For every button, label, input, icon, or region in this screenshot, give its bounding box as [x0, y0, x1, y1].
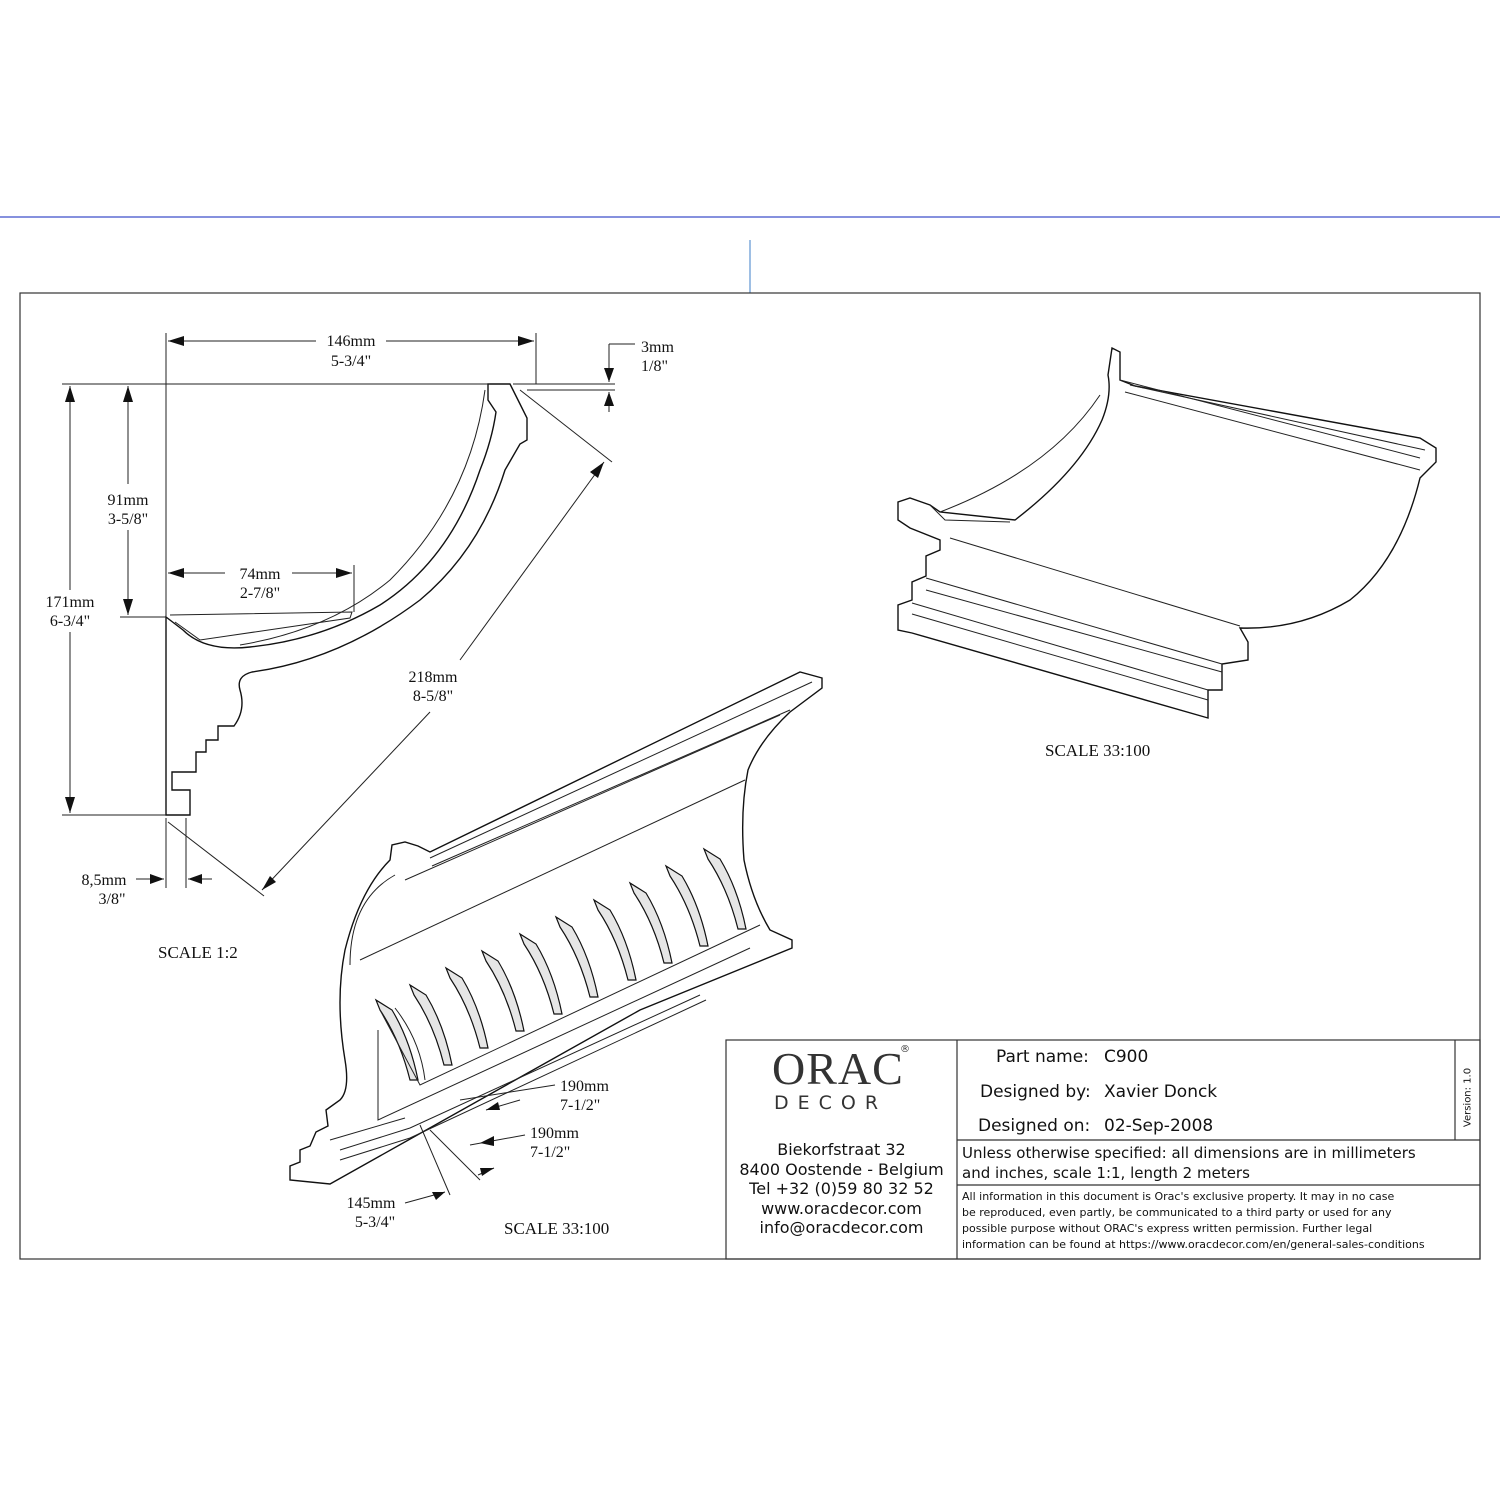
- logo-registered: ®: [900, 1044, 910, 1055]
- dim-lip-mm: 3mm: [641, 339, 674, 356]
- scale-label-profile: SCALE 1:2: [158, 943, 238, 962]
- bracket-row: [374, 847, 761, 1086]
- dim-spacing1-mm: 190mm: [560, 1078, 609, 1095]
- company-logo: ORAC ® DECOR: [726, 1040, 957, 1120]
- dim-offset-mm: 145mm: [347, 1195, 396, 1212]
- designed-by-label: Designed by:: [980, 1082, 1091, 1102]
- scale-label-top: SCALE 33:100: [1045, 741, 1150, 760]
- designed-on-value: 02-Sep-2008: [1104, 1116, 1214, 1136]
- dim-inner-mm: 74mm: [240, 566, 281, 583]
- legal-note-line: information can be found at https://www.…: [962, 1238, 1425, 1251]
- designed-by-value: Xavier Donck: [1104, 1082, 1218, 1102]
- part-name-label: Part name:: [996, 1047, 1089, 1067]
- legal-note-line: possible purpose without ORAC's express …: [962, 1222, 1373, 1235]
- dim-total-mm: 171mm: [46, 594, 95, 611]
- company-address: Biekorfstraat 32 8400 Oostende - Belgium…: [726, 1140, 957, 1250]
- title-block: ORAC ® DECOR Biekorfstraat 32 8400 Ooste…: [726, 1040, 1480, 1259]
- title-block-grid: [725, 1039, 1481, 1260]
- perspective-view-top: SCALE 33:100: [897, 346, 1437, 760]
- website-line: www.oracdecor.com: [761, 1198, 922, 1218]
- part-name-value: C900: [1104, 1047, 1149, 1067]
- phone-line: Tel +32 (0)59 80 32 52: [749, 1179, 934, 1198]
- dim-width-in: 5-3/4": [331, 353, 371, 370]
- perspective-view-bottom: 190mm 7-1/2" 190mm 7-1/2" 145mm 5-3/4" S…: [289, 671, 823, 1238]
- legal-note-line: All information in this document is Orac…: [962, 1190, 1395, 1203]
- version-label: Version: 1.0: [1462, 1067, 1474, 1128]
- address-line: 8400 Oostende - Belgium: [739, 1159, 944, 1179]
- dim-depth-mm: 91mm: [108, 492, 149, 509]
- dim-total-in: 6-3/4": [50, 613, 90, 630]
- dim-inner-in: 2-7/8": [240, 585, 280, 602]
- dim-diagonal-in: 8-5/8": [413, 688, 453, 705]
- spec-note-line: Unless otherwise specified: all dimensio…: [962, 1144, 1416, 1162]
- profile-section: 146mm 5-3/4" 3mm 1/8" 171mm 6-3/4" 91mm …: [46, 333, 674, 962]
- address-line: Biekorfstraat 32: [777, 1140, 906, 1159]
- dim-spacing2-in: 7-1/2": [530, 1144, 570, 1161]
- logo-sub: DECOR: [774, 1092, 888, 1114]
- email-line: info@oracdecor.com: [759, 1218, 924, 1237]
- dim-diagonal-mm: 218mm: [409, 669, 458, 686]
- dim-edge-mm: 8,5mm: [82, 872, 127, 889]
- dim-depth-in: 3-5/8": [108, 511, 148, 528]
- dim-width-mm: 146mm: [327, 333, 376, 350]
- dim-spacing2-mm: 190mm: [530, 1125, 579, 1142]
- dim-lip-in: 1/8": [641, 358, 668, 375]
- spec-note-line: and inches, scale 1:1, length 2 meters: [962, 1164, 1250, 1182]
- dim-offset-in: 5-3/4": [355, 1214, 395, 1231]
- logo-main: ORAC: [772, 1043, 904, 1094]
- legal-note-line: be reproduced, even partly, be communica…: [962, 1206, 1392, 1219]
- dim-edge-in: 3/8": [99, 891, 126, 908]
- scale-label-bottom: SCALE 33:100: [504, 1219, 609, 1238]
- dim-spacing1-in: 7-1/2": [560, 1097, 600, 1114]
- designed-on-label: Designed on:: [978, 1116, 1091, 1136]
